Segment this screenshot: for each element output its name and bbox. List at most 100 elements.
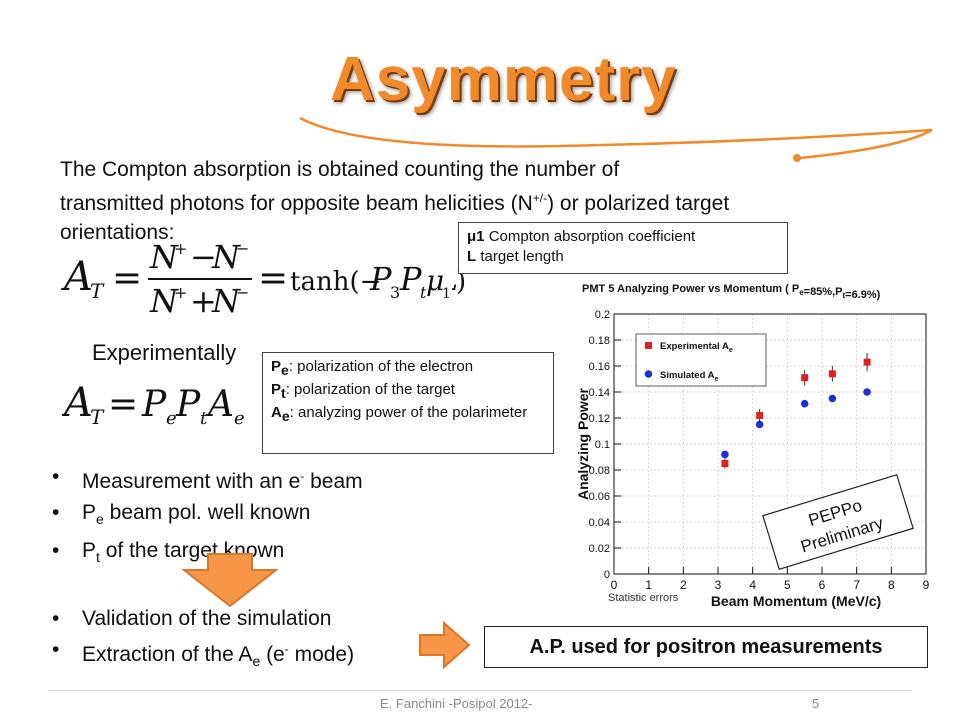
mu1-symbol: μ1 [467,228,485,245]
x-tick-label: 1 [645,578,652,592]
experimental-point [721,460,729,467]
svg-text:t: t [200,408,208,429]
svg-text:+: + [190,282,217,320]
mu1-definition: Compton absorption coefficient [484,228,696,245]
svg-text:A: A [62,380,93,426]
intro-line-2b: ) or polarized target [547,192,730,215]
svg-text:P: P [141,384,167,425]
svg-text:A: A [205,384,234,425]
pt-definition: : polarization of the target [285,381,455,398]
svg-text:L: L [452,263,458,298]
intro-line-3: orientations: [60,221,175,244]
svg-text:T: T [90,405,105,429]
svg-text:+: + [174,239,187,258]
title-swoosh-decoration [299,116,933,162]
svg-text:tanh(−: tanh(− [290,267,381,297]
y-tick-label: 0 [604,569,610,581]
simulated-point [863,388,871,396]
simulated-point [721,450,729,459]
x-axis-label: Beam Momentum (MeV/c) [711,593,881,609]
legend-label-simulated: Simulated Ae [660,370,719,383]
svg-text:μ: μ [426,264,444,297]
legend-marker-experimental [645,342,652,349]
x-tick-label: 4 [749,578,756,592]
svg-text:3: 3 [390,283,400,302]
experimental-point [828,370,836,378]
svg-text:N: N [149,238,179,276]
svg-text:+: + [174,283,187,302]
x-tick-label: 0 [611,578,618,592]
x-tick-label: 3 [715,578,722,592]
y-tick-label: 0.1 [595,439,610,451]
svg-text:=: = [108,384,138,425]
svg-text:P: P [399,260,422,298]
x-tick-label: 8 [888,578,895,592]
intro-paragraph: The Compton absorption is obtained count… [60,155,860,247]
y-tick-label: 0.08 [589,465,610,477]
svg-text:N: N [211,238,241,276]
y-tick-label: 0.12 [589,413,610,425]
data-points [721,353,871,469]
experimental-point [863,358,871,366]
legend-label-experimental: Experimental Ae [660,341,733,354]
bullet-item: Pe beam pol. well known [52,497,363,535]
x-tick-label: 7 [853,578,860,592]
right-arrow-icon [419,620,471,670]
asymmetry-formula: A T = N + − N − N + + N − = tanh(− P 3 P… [60,238,451,320]
chart-legend: Experimental Ae Simulated Ae [635,333,767,387]
svg-text:T: T [90,279,105,303]
experimental-formula: A T = P e P t A e [62,380,245,429]
intro-line-2a: transmitted photons for opposite beam he… [60,192,533,215]
statistic-errors-note: Statistic errors [608,592,679,604]
footer-text: E. Fanchini -Posipol 2012- [380,696,533,711]
svg-text:P: P [369,260,392,298]
svg-text:=: = [112,258,142,299]
slide-title: Asymmetry [330,45,677,114]
x-tick-label: 9 [923,578,930,592]
svg-text:−: − [236,283,249,302]
positron-measurements-box: A.P. used for positron measurements [484,626,928,668]
l-symbol: L [467,248,477,265]
y-tick-label: 0.04 [589,517,610,529]
svg-text:e: e [166,408,177,429]
y-tick-label: 0.14 [589,387,610,399]
svg-text:P: P [175,384,201,425]
y-axis-label: Analyzing Power [575,387,591,500]
intro-superscript: +/- [532,191,548,205]
x-tick-label: 6 [819,578,826,592]
x-tick-label: 5 [784,578,791,592]
svg-text:1: 1 [442,286,451,302]
analyzing-power-chart: PMT 5 Analyzing Power vs Momentum ( Pe=8… [568,278,940,610]
svg-text:N: N [211,282,241,320]
y-tick-label: 0.16 [589,361,610,373]
pt-sub: t [281,385,286,401]
simulated-point [800,399,809,408]
y-tick-label: 0.18 [589,335,610,347]
simulated-point [828,394,837,403]
pe-sub: e [281,362,289,378]
experimentally-label: Experimentally [92,340,237,365]
bullet-item: Validation of the simulation [52,603,354,634]
legend-box [635,333,767,387]
validation-bullets: Validation of the simulation Extraction … [52,603,354,677]
svg-text:−: − [190,238,217,276]
experimental-point [756,411,764,419]
down-arrow-icon [181,553,279,608]
bullet-item: Extraction of the Ae (e- mode) [52,634,354,677]
svg-text:e: e [234,408,245,429]
chart-title: PMT 5 Analyzing Power vs Momentum ( Pe=8… [582,283,881,301]
y-tick-label: 0.2 [595,309,610,321]
svg-text:): ) [456,267,466,297]
polarization-definitions-box: Pe: polarization of the electron Pt: pol… [262,352,554,454]
bullet-item: Measurement with an e- beam [52,461,363,497]
svg-text:A: A [60,254,93,300]
ae-sub: e [281,408,290,424]
legend-marker-simulated [644,370,653,378]
svg-text:−: − [236,239,249,258]
svg-text:N: N [149,282,179,320]
ae-definition: : analyzing power of the polarimeter [289,404,528,421]
intro-line-1: The Compton absorption is obtained count… [60,158,620,181]
l-definition: target length [476,248,564,265]
definitions-box: μ1 Compton absorption coefficient L targ… [458,222,788,274]
